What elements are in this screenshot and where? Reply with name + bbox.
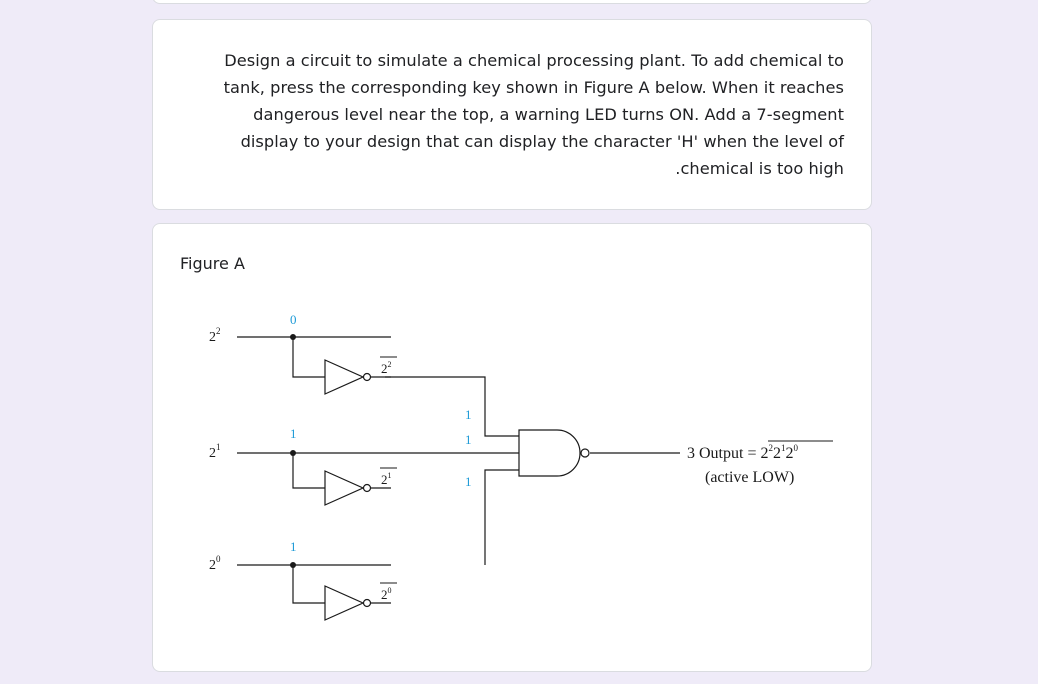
inverter-bubble-2-1 [362, 483, 372, 493]
input-values: 0 1 1 [290, 312, 297, 554]
inverter-2-2 [324, 359, 365, 395]
question-line-4: display to your design that can display … [240, 132, 844, 151]
question-line-1: Design a circuit to simulate a chemical … [224, 51, 844, 70]
circuit-diagram: 22 21 20 0 1 1 22 21 20 1 1 1 3 O [209, 312, 833, 621]
nand-gate [518, 429, 590, 477]
figure-card: Figure A [152, 223, 872, 672]
inverter-2-1 [324, 470, 365, 506]
wire-20-to-nand [484, 469, 519, 565]
figure-label: Figure A [180, 254, 245, 273]
question-line-5: .chemical is too high [675, 159, 844, 178]
junction-dot-2-0 [290, 562, 296, 568]
input-label-2-0: 20 [209, 554, 221, 573]
previous-card [152, 0, 872, 4]
junction-dots [290, 334, 296, 568]
gate-input-value-2: 1 [465, 432, 472, 447]
wire-not22-to-nand [385, 376, 519, 437]
output-formula: 3 Output = 222120 [687, 443, 798, 462]
inverter-bubble-2-0 [362, 598, 372, 608]
inverted-labels: 22 21 20 [381, 360, 392, 602]
question-card: Design a circuit to simulate a chemical … [152, 19, 872, 210]
output-note: (active LOW) [705, 469, 794, 486]
gate-input-values: 1 1 1 [465, 407, 472, 489]
input-value-2-2: 0 [290, 312, 297, 327]
input-label-2-1: 21 [209, 442, 221, 461]
question-line-2: tank, press the corresponding key shown … [223, 78, 844, 97]
input-label-2-2: 22 [209, 326, 221, 345]
inverters [324, 359, 372, 621]
branch-2-2 [292, 337, 325, 378]
input-labels: 22 21 20 [209, 326, 221, 573]
inverter-bubble-2-2 [362, 372, 372, 382]
nand-body [518, 429, 581, 477]
question-line-3: dangerous level near the top, a warning … [253, 105, 844, 124]
question-text: Design a circuit to simulate a chemical … [193, 47, 844, 182]
inverted-label-bars [380, 356, 397, 584]
nand-bubble [580, 448, 590, 458]
gate-input-value-1: 1 [465, 407, 472, 422]
inverted-label-2-2: 22 [381, 360, 392, 376]
input-value-2-1: 1 [290, 426, 297, 441]
branch-2-1 [292, 453, 325, 489]
junction-dot-2-2 [290, 334, 296, 340]
gate-input-value-3: 1 [465, 474, 472, 489]
branch-2-0 [292, 565, 325, 604]
junction-dot-2-1 [290, 450, 296, 456]
inverted-label-2-1: 21 [381, 471, 392, 487]
input-value-2-0: 1 [290, 539, 297, 554]
inverter-2-0 [324, 585, 365, 621]
output-expression: 3 Output = 222120 (active LOW) [687, 443, 798, 486]
circuit-wires [237, 336, 680, 604]
inverted-label-2-0: 20 [381, 586, 392, 602]
